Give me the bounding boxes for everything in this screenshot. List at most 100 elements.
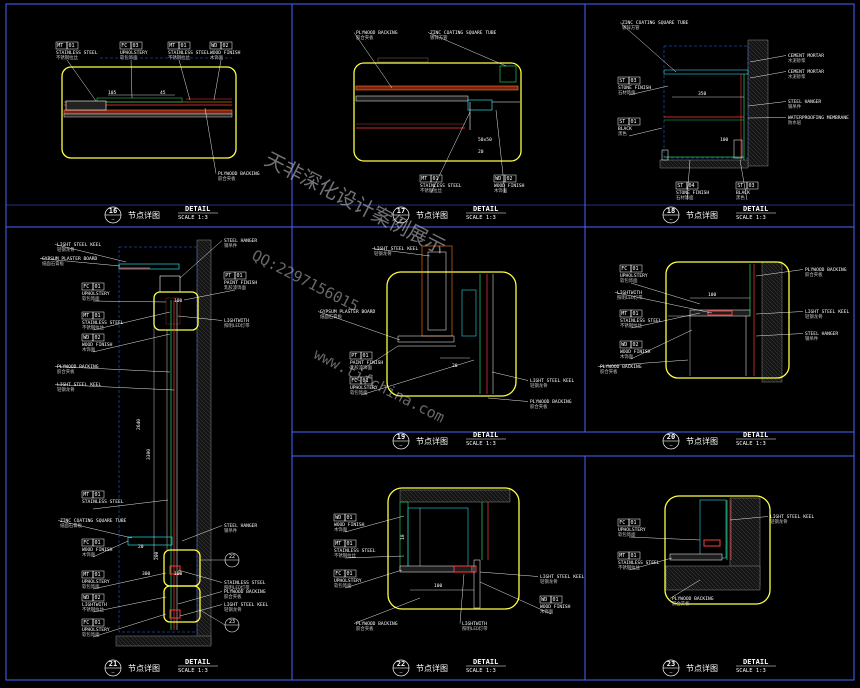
material-tag-code: FC: [83, 620, 89, 626]
material-label: PAINT FINISH: [350, 360, 383, 366]
light-steel-keel: [427, 251, 447, 331]
material-tag-number: 01: [237, 273, 243, 279]
upholstery-panel: [96, 97, 183, 103]
dimension-100: 100: [174, 298, 183, 304]
material-tag-number: 01: [95, 540, 101, 546]
material-label-cn: 轻钢龙骨: [224, 606, 242, 613]
material-tag-number: 01: [633, 311, 639, 317]
material-label-cn: 不锈钢拉丝: [82, 324, 105, 331]
material-tag-code: WD: [83, 335, 89, 341]
material-tag-code: WD: [335, 515, 341, 521]
material-label: PLYWOOD BACKING: [218, 171, 260, 177]
material-label: ZINC COATING SQUARE TUBE: [60, 518, 127, 524]
material-label: PLYWOOD BACKING: [356, 621, 398, 627]
detail-title-cn: 节点详图: [128, 210, 160, 220]
detail-number: 17: [397, 207, 405, 215]
material-tag-code: MT: [421, 176, 427, 182]
material-label: CEMENT MORTAR: [788, 53, 824, 59]
material-tag-number: 01: [69, 43, 75, 49]
detail-dash: —: [669, 217, 673, 223]
material-label-cn: 胶合夹板: [356, 625, 374, 632]
material-label-cn: 木饰面: [82, 346, 96, 353]
detail-dash: —: [399, 670, 403, 676]
detail-number: 21: [109, 660, 117, 668]
material-label-cn: 软包饰面: [82, 295, 100, 302]
dimension-100: 100: [708, 292, 717, 298]
detail-bubble-23: [163, 585, 201, 623]
detail-bubble: [664, 495, 771, 605]
material-tag-number: 03: [631, 78, 637, 84]
detail-label: DETAIL: [185, 205, 210, 213]
dimension-3300: 3300: [146, 449, 152, 460]
material-label: PLYWOOD BACKING: [600, 364, 642, 370]
material-tag-code: WD: [541, 597, 547, 603]
material-label-cn: 不锈钢拉丝: [618, 564, 641, 571]
material-label: LIGHT STEEL KEEL: [770, 514, 814, 520]
material-tag-number: 02: [95, 335, 101, 341]
stainless-trim: [355, 95, 469, 102]
material-label: LIGHT STEEL KEEL: [374, 246, 418, 252]
detail-label: DETAIL: [473, 431, 498, 439]
material-label: STAINLESS STEEL: [420, 183, 462, 189]
material-label: STONE FINISH: [618, 85, 651, 91]
material-label-cn: 软包饰面: [334, 582, 352, 589]
material-tag-number: 01: [181, 43, 187, 49]
material-label-cn: 软包饰面: [618, 531, 636, 538]
callout-23: 23: [229, 619, 235, 625]
material-tag-number: 01: [347, 571, 353, 577]
material-label: STAINLESS STEEL: [618, 560, 660, 566]
material-label: UPHOLSTERY: [334, 578, 362, 584]
wall-hatch: [761, 261, 783, 383]
material-label: LIGHTWITH: [462, 621, 487, 627]
material-tag-code: ST: [737, 183, 743, 189]
dimension-10: 10: [400, 534, 406, 540]
material-label: LIGHT STEEL KEEL: [540, 574, 584, 580]
material-tag-code: ST: [619, 78, 625, 84]
material-tag-number: 01: [363, 353, 369, 359]
material-label-cn: 纸面石膏板: [320, 313, 343, 320]
material-label: WOOD FINISH: [210, 50, 241, 56]
construction-line: [663, 45, 749, 159]
detail-dash: —: [111, 217, 115, 223]
detail-scale: SCALE 1:3: [466, 668, 496, 674]
material-label-cn: 镀锌方管: [622, 24, 640, 31]
material-label-cn: 胶合夹板: [224, 593, 242, 600]
material-label: PAINT FINISH: [224, 280, 257, 286]
material-label-cn: 钢吊件: [788, 103, 802, 110]
material-label-cn: 木饰面: [334, 526, 348, 533]
floor-hatch: [659, 159, 749, 169]
material-tag-code: FC: [619, 520, 625, 526]
material-label: GYPSUM PLASTER BOARD: [320, 309, 376, 315]
material-label: UPHOLSTERY: [120, 50, 148, 56]
material-label: WATERPROOFING MEMBRANE: [788, 115, 849, 121]
material-label-cn: 木饰面: [82, 551, 96, 558]
material-label-cn: 石材饰面: [676, 194, 694, 201]
material-label: LIGHT STEEL KEEL: [530, 378, 574, 384]
material-label-cn: 水泥砂浆: [788, 73, 806, 80]
floor-hatch: [115, 635, 212, 647]
detail-number: 18: [667, 207, 675, 215]
detail-title-cn: 节点详图: [416, 663, 448, 673]
detail-scale: SCALE 1:3: [736, 668, 766, 674]
material-label: UPHOLSTERY: [82, 579, 110, 585]
material-label-cn: 软包饰面: [120, 54, 138, 61]
material-label-cn: 水泥砂浆: [788, 57, 806, 64]
floor-hatch: [665, 565, 761, 591]
material-label: STEEL HANGER: [805, 331, 838, 337]
material-label-cn: 钢吊件: [805, 335, 819, 342]
detail-title-cn: 节点详图: [686, 663, 718, 673]
material-tag-code: MT: [83, 313, 89, 319]
detail-label: DETAIL: [473, 205, 498, 213]
material-tag-number: 01: [95, 492, 101, 498]
dimension-100: 100: [174, 571, 183, 577]
material-tag-code: WD: [211, 43, 217, 49]
material-tag-number: 02: [95, 595, 101, 601]
detail-label: DETAIL: [743, 431, 768, 439]
material-label: WOOD FINISH: [620, 349, 651, 355]
material-label-cn: 木饰面: [494, 187, 508, 194]
material-tag-number: 03: [133, 43, 139, 49]
material-tag-code: MT: [619, 553, 625, 559]
